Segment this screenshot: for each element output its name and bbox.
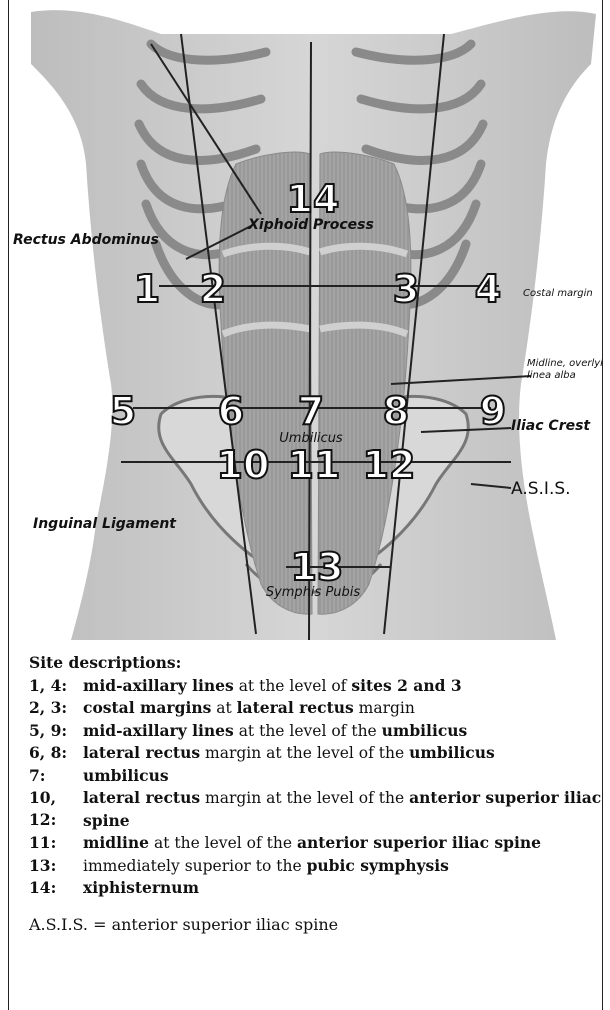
site-description: midline at the level of the anterior sup… [83, 832, 610, 855]
site-2: 2 [200, 267, 226, 311]
site-11: 11 [288, 443, 341, 487]
label-midline-2: linea alba [527, 370, 576, 381]
site-13: 13 [291, 545, 344, 589]
site-6: 6 [218, 389, 244, 433]
plain-text: at [211, 699, 236, 717]
description-row: 11:midline at the level of the anterior … [29, 832, 610, 855]
plain-text: at the level of [234, 677, 352, 695]
label-umbilicus: Umbilicus [279, 431, 343, 446]
emphasis-text: lateral rectus [83, 743, 200, 762]
description-row: 13:immediately superior to the pubic sym… [29, 855, 610, 878]
description-row: 1, 4:mid-axillary lines at the level of … [29, 675, 610, 698]
site-10: 10 [217, 443, 270, 487]
site-4: 4 [475, 267, 501, 311]
emphasis-text: costal margins [83, 698, 211, 717]
emphasis-text: lateral rectus [237, 698, 354, 717]
site-14: 14 [287, 177, 340, 221]
site-description: lateral rectus margin at the level of th… [83, 787, 610, 832]
description-row: 2, 3:costal margins at lateral rectus ma… [29, 697, 610, 720]
site-code: 11: [29, 832, 83, 855]
emphasis-text: xiphisternum [83, 878, 199, 897]
site-descriptions: Site descriptions: 1, 4:mid-axillary lin… [29, 652, 610, 935]
descriptions-heading: Site descriptions: [29, 652, 610, 674]
emphasis-text: anterior superior iliac spine [297, 833, 541, 852]
site-code: 5, 9: [29, 720, 83, 743]
plain-text: at the level of the [149, 834, 297, 852]
emphasis-text: umbilicus [382, 721, 468, 740]
description-row: 14:xiphisternum [29, 877, 610, 900]
emphasis-text: sites 2 and 3 [351, 676, 461, 695]
site-8: 8 [383, 389, 409, 433]
descriptions-list: 1, 4:mid-axillary lines at the level of … [29, 675, 610, 900]
emphasis-text: pubic symphysis [307, 856, 449, 875]
site-description: mid-axillary lines at the level of the u… [83, 720, 610, 743]
plain-text: margin [354, 699, 415, 717]
label-symphis-pubis: Symphis Pubis [266, 585, 361, 600]
description-row: 10, 12:lateral rectus margin at the leve… [29, 787, 610, 832]
site-12: 12 [363, 443, 416, 487]
plain-text: margin at the level of the [200, 789, 409, 807]
label-rectus-abdominus: Rectus Abdominus [13, 232, 159, 248]
plain-text: immediately superior to the [83, 857, 307, 875]
emphasis-text: mid-axillary lines [83, 721, 234, 740]
site-description: mid-axillary lines at the level of sites… [83, 675, 610, 698]
figure-frame: 1 2 3 4 5 6 7 8 9 10 11 12 13 14 Rectus … [8, 0, 603, 1010]
emphasis-text: lateral rectus [83, 788, 200, 807]
emphasis-text: midline [83, 833, 149, 852]
label-costal-margin: Costal margin [523, 288, 593, 299]
label-iliac-crest: Iliac Crest [511, 418, 591, 434]
emphasis-text: umbilicus [409, 743, 495, 762]
description-row: 6, 8:lateral rectus margin at the level … [29, 742, 610, 765]
description-row: 5, 9:mid-axillary lines at the level of … [29, 720, 610, 743]
label-midline-1: Midline, overlyi [527, 358, 602, 369]
site-code: 6, 8: [29, 742, 83, 765]
emphasis-text: umbilicus [83, 766, 169, 785]
site-1: 1 [134, 267, 160, 311]
site-description: lateral rectus margin at the level of th… [83, 742, 610, 765]
site-code: 1, 4: [29, 675, 83, 698]
site-9: 9 [480, 389, 506, 433]
site-description: immediately superior to the pubic symphy… [83, 855, 610, 878]
site-description: xiphisternum [83, 877, 610, 900]
description-row: 7:umbilicus [29, 765, 610, 788]
site-5: 5 [110, 389, 136, 433]
site-code: 13: [29, 855, 83, 878]
plain-text: margin at the level of the [200, 744, 409, 762]
site-code: 14: [29, 877, 83, 900]
site-code: 2, 3: [29, 697, 83, 720]
site-7: 7 [298, 389, 324, 433]
abbreviation-note: A.S.I.S. = anterior superior iliac spine [29, 914, 610, 936]
site-description: umbilicus [83, 765, 610, 788]
label-xiphoid-process: Xiphoid Process [247, 217, 374, 233]
label-asis: A.S.I.S. [511, 479, 571, 499]
site-code: 10, 12: [29, 787, 83, 832]
plain-text: at the level of the [234, 722, 382, 740]
label-inguinal-ligament: Inguinal Ligament [33, 516, 177, 532]
site-code: 7: [29, 765, 83, 788]
emphasis-text: mid-axillary lines [83, 676, 234, 695]
abdomen-diagram: 1 2 3 4 5 6 7 8 9 10 11 12 13 14 Rectus … [11, 4, 602, 640]
site-3: 3 [393, 267, 419, 311]
site-description: costal margins at lateral rectus margin [83, 697, 610, 720]
